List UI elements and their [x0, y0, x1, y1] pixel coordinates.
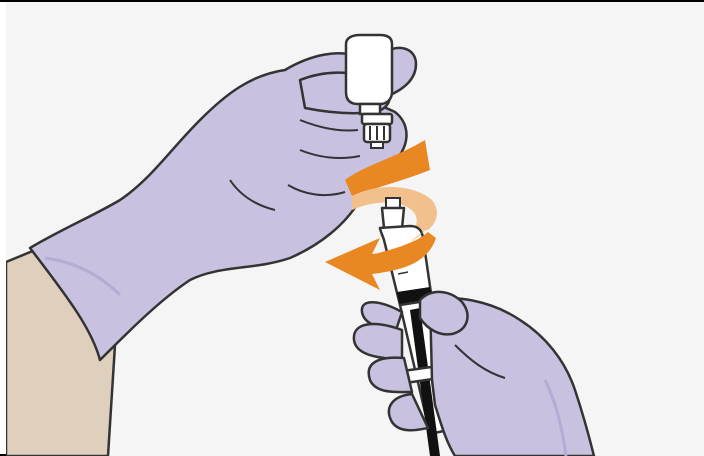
syringe-luer	[382, 208, 404, 228]
vial-adapter-top	[362, 114, 392, 124]
vial-neck	[360, 104, 380, 114]
left-margin-strip	[0, 2, 6, 456]
syringe-luer-cap	[386, 198, 400, 208]
vial-body	[346, 35, 392, 104]
top-border	[0, 0, 704, 2]
vial-adapter-tip	[371, 142, 383, 148]
right-finger-3	[369, 358, 412, 392]
